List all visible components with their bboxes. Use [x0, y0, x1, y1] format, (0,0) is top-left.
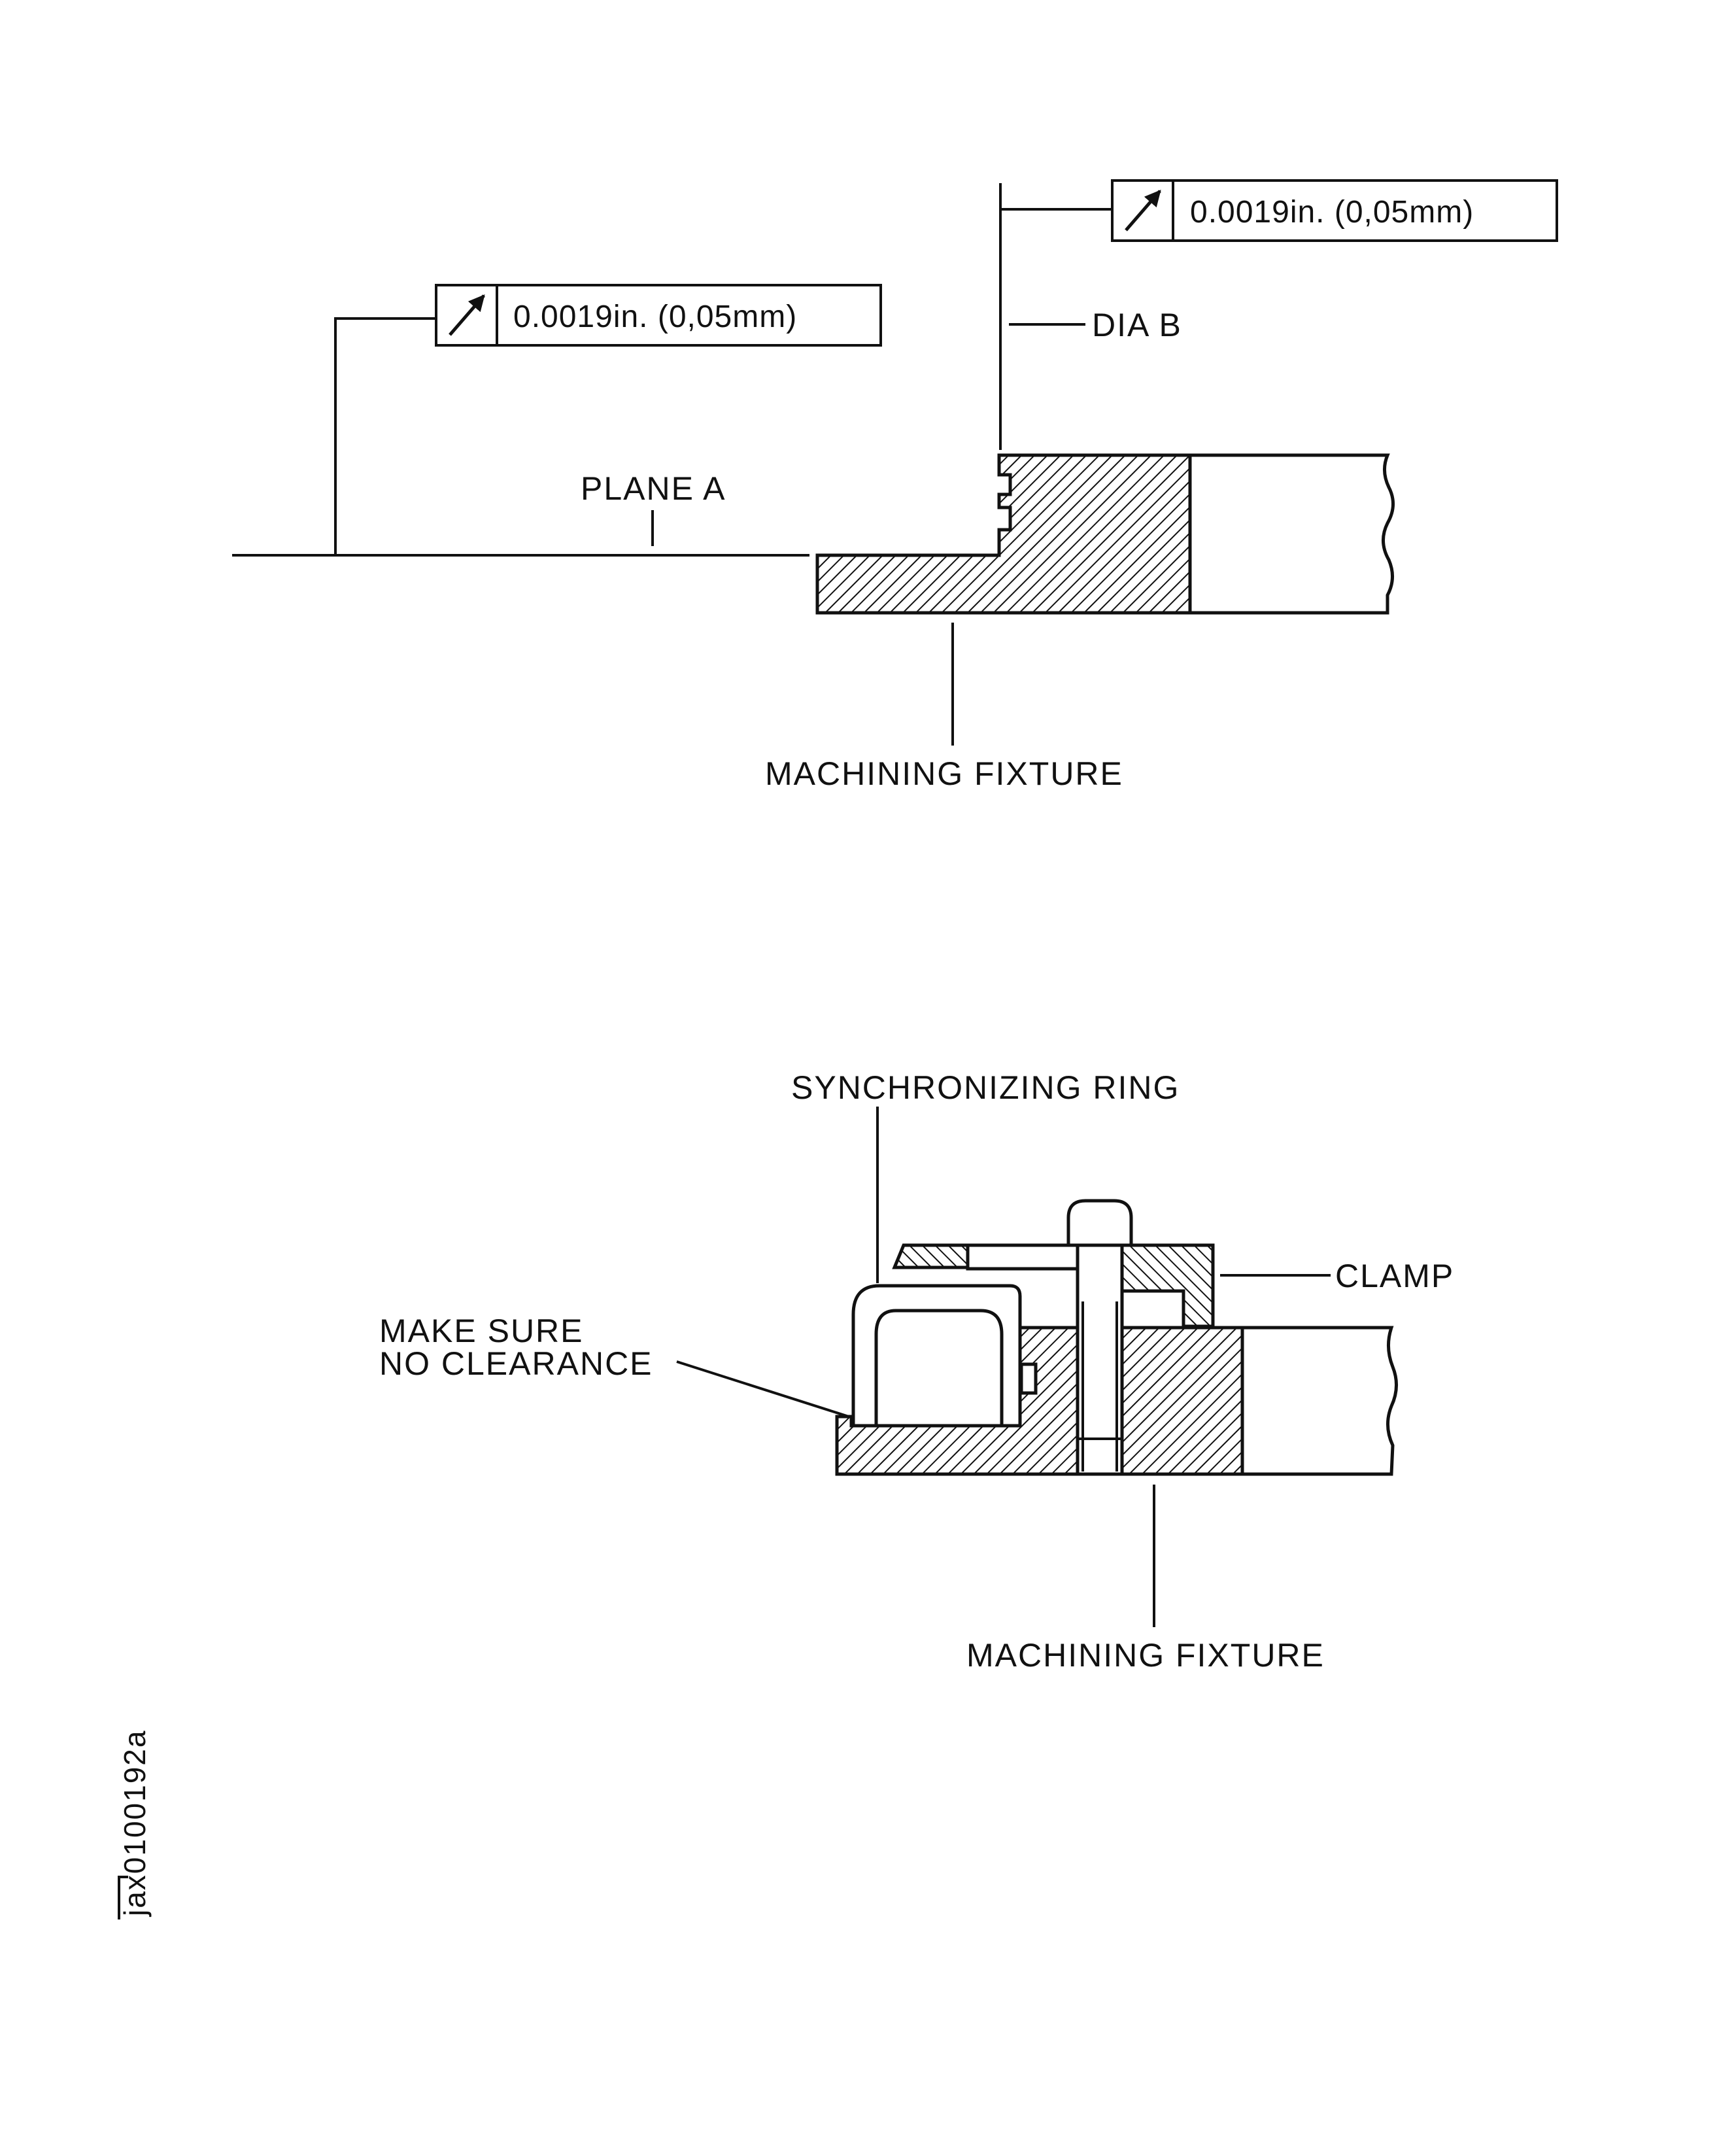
fixture-base-right — [1120, 1326, 1244, 1476]
machining-fixture-label-top: MACHINING FIXTURE — [765, 755, 1123, 792]
runout-arrow-icon — [1125, 190, 1161, 232]
tolerance-frame-left: 0.0019in. (0,05mm) — [334, 284, 882, 555]
bottom-view: SYNCHRONIZING RING CLAMP MAKE SURE NO CL… — [379, 1069, 1454, 1674]
clearance-label-line2: NO CLEARANCE — [379, 1345, 653, 1382]
synchronizing-ring-label: SYNCHRONIZING RING — [791, 1069, 1180, 1106]
tolerance-frame-box — [435, 284, 882, 347]
tolerance-frame-right: 0.0019in. (0,05mm) — [999, 179, 1558, 450]
leader-line — [334, 317, 436, 555]
fixture-section — [815, 453, 1192, 615]
locating-pin — [1019, 1362, 1038, 1395]
plane-a-label: PLANE A — [581, 470, 726, 507]
tolerance-value: 0.0019in. (0,05mm) — [1190, 195, 1474, 230]
top-view: 0.0019in. (0,05mm) 0.0019in. (0,05mm) DI… — [232, 179, 1558, 792]
figure-id-text: jax0100192a — [118, 1730, 152, 1918]
runout-arrow-icon — [449, 294, 485, 336]
dia-b-label: DIA B — [1092, 307, 1182, 343]
machining-fixture-label-bottom: MACHINING FIXTURE — [966, 1637, 1325, 1674]
synchronizing-ring-section — [851, 1284, 1022, 1428]
clamp-label: CLAMP — [1335, 1258, 1454, 1294]
workpiece-plain — [1188, 453, 1395, 615]
clearance-label-line1: MAKE SURE — [379, 1313, 584, 1349]
clearance-leader — [676, 1360, 849, 1418]
tolerance-value: 0.0019in. (0,05mm) — [513, 300, 797, 334]
figure-id: jax0100192a — [118, 1730, 152, 1919]
figure-id-corner — [118, 1876, 128, 1919]
workpiece-plain-bottom — [1240, 1326, 1398, 1476]
bolt-head — [1066, 1199, 1133, 1247]
